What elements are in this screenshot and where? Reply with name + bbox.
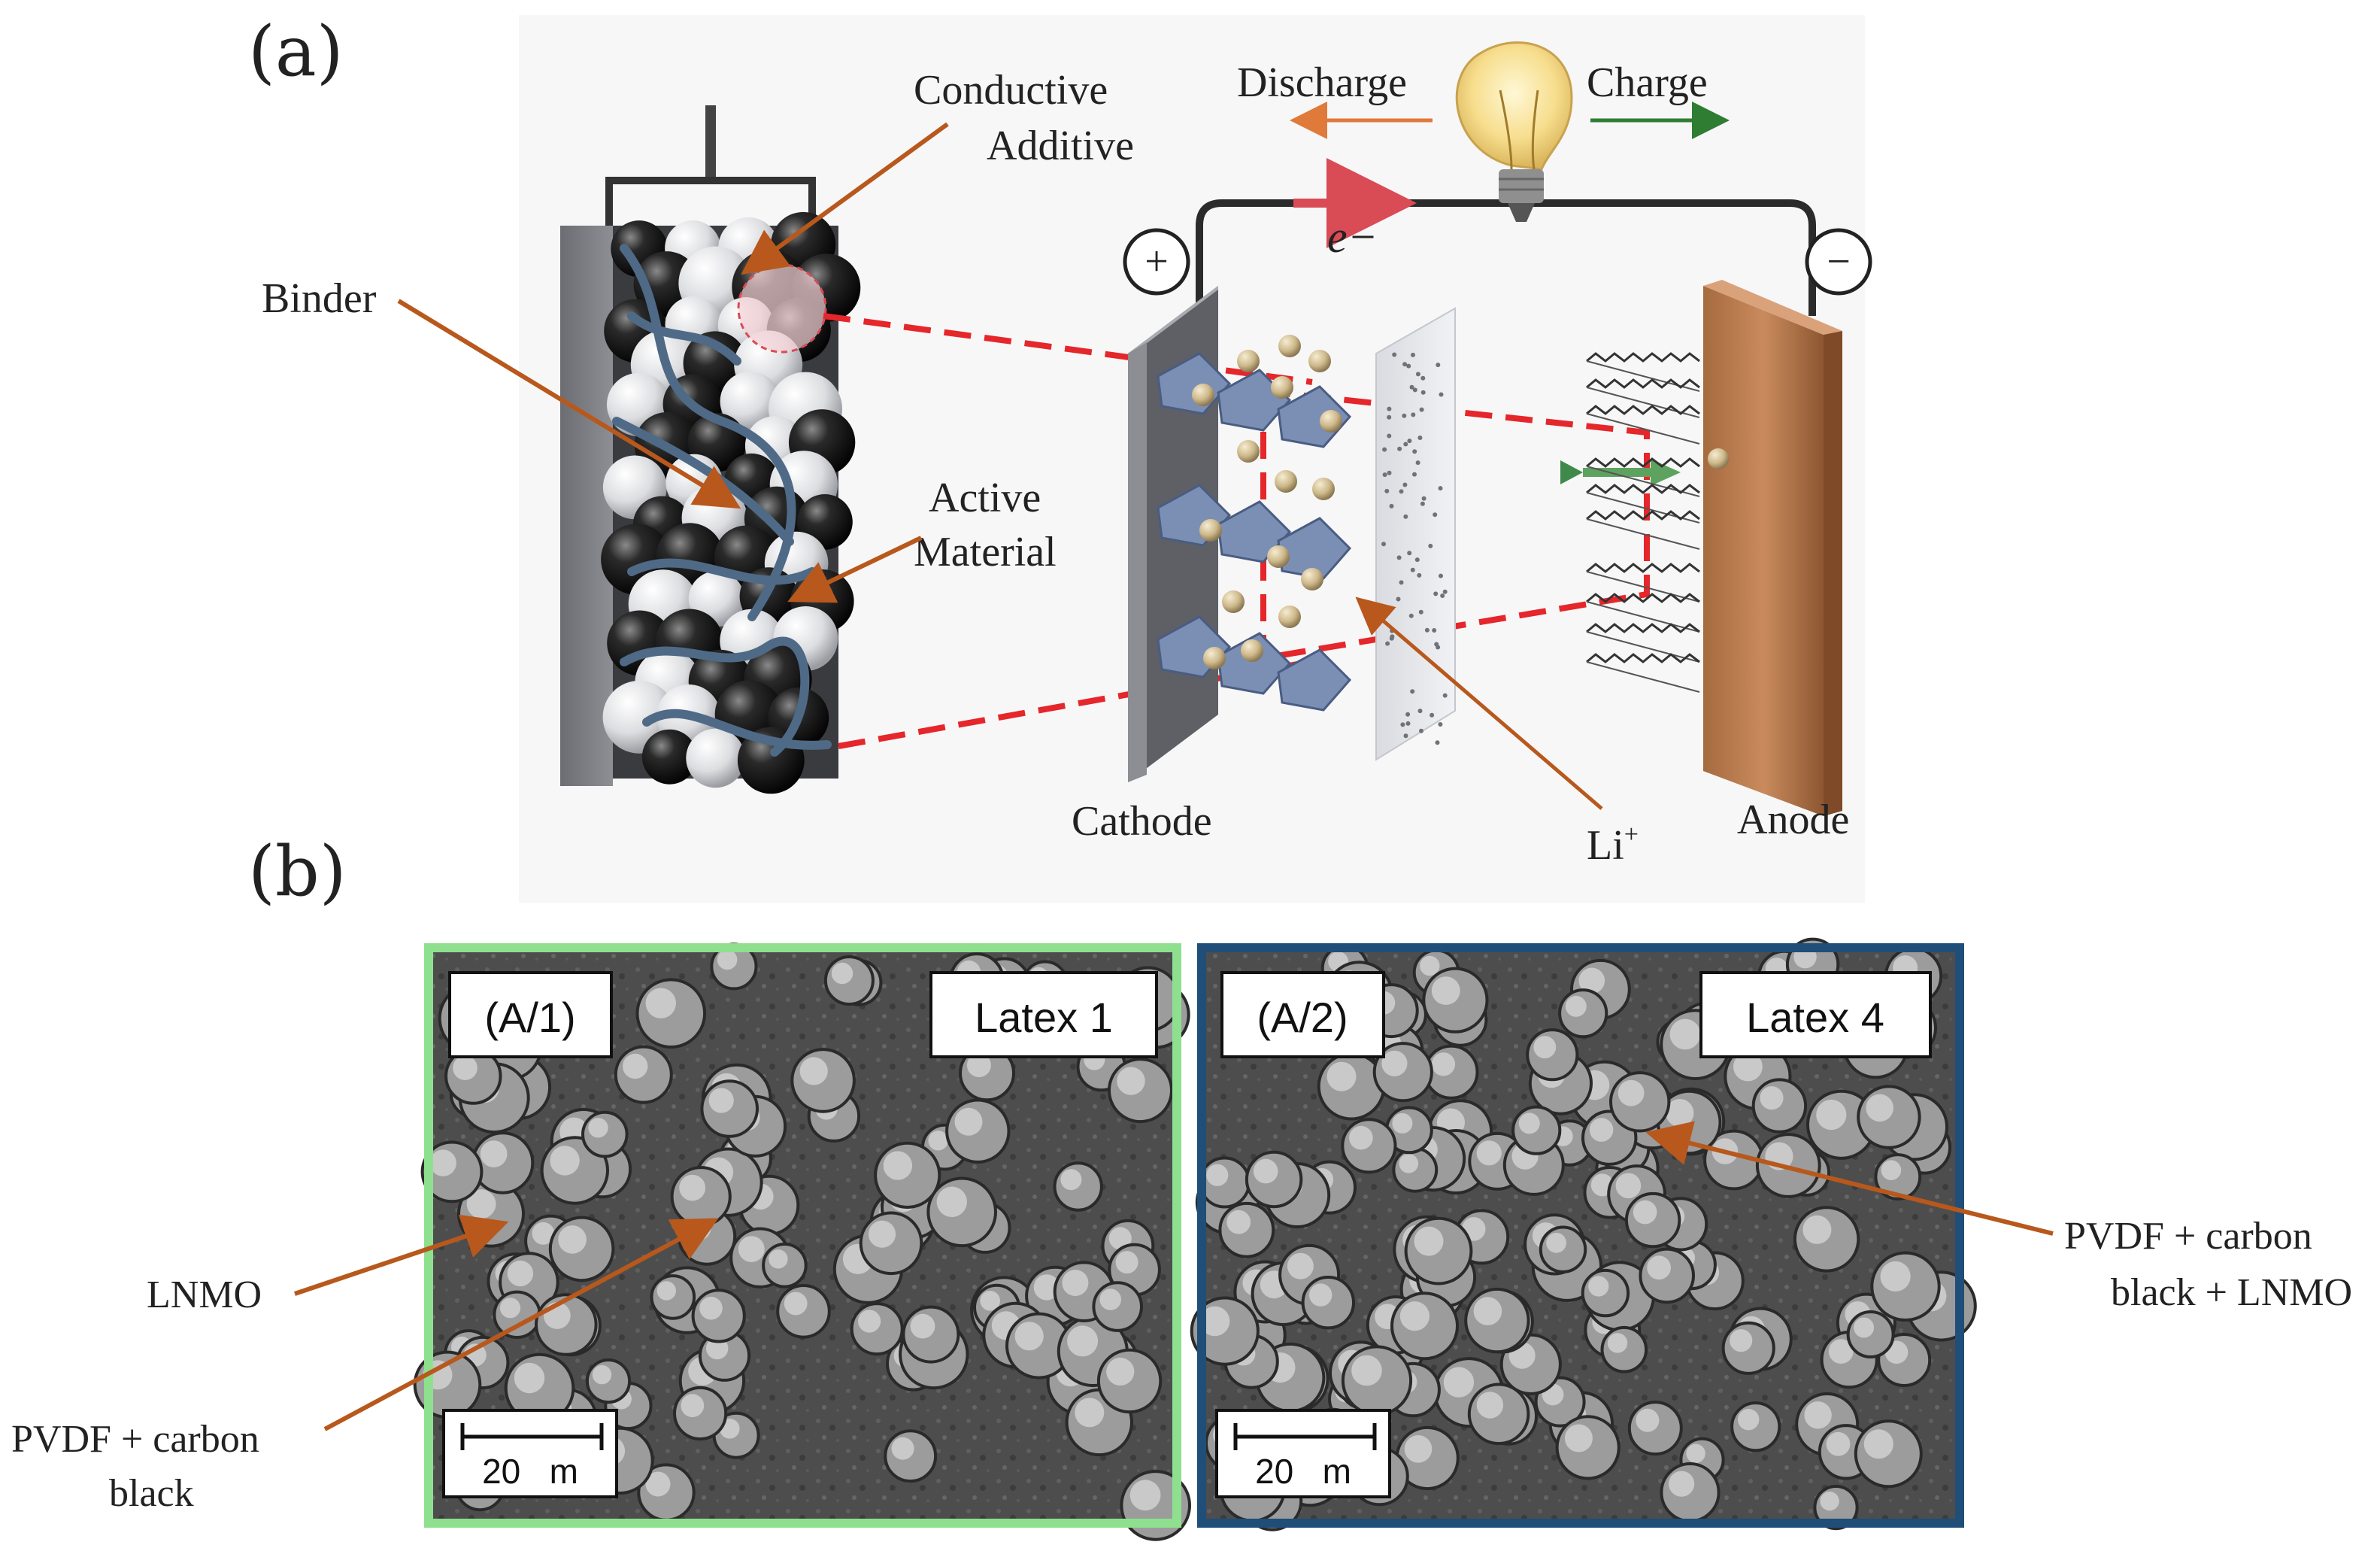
charge-label: Charge	[1587, 59, 1708, 106]
lithium-ion	[1308, 350, 1331, 372]
lithium-ion	[1320, 410, 1342, 433]
pvdf-carbon-lnmo-label-line1: PVDF + carbon	[2064, 1215, 2312, 1258]
sem-left-latex: Latex 1	[975, 994, 1113, 1041]
binder-strand	[642, 709, 832, 750]
separator	[1375, 307, 1456, 761]
svg-text:+: +	[1145, 238, 1169, 285]
lithium-ion	[1237, 440, 1260, 463]
li-ion-label: Li+	[1587, 821, 1639, 869]
conductive-additive-label-line2: Additive	[987, 123, 1134, 169]
active-material-label-line1: Active	[929, 475, 1041, 521]
panel-a-letter: (a)	[248, 11, 344, 92]
graphite-layer	[1586, 405, 1700, 415]
sem-image-right: (A/2) Latex 4 20 m	[1190, 937, 1977, 1531]
active-material-arrow	[787, 536, 923, 603]
negative-terminal: −	[1805, 228, 1872, 296]
lithium-ion	[1203, 647, 1226, 669]
active-material-label-line2: Material	[914, 529, 1057, 575]
pvdf-carbon-arrow	[323, 1218, 719, 1431]
pvdf-carbon-label-line2: black	[109, 1472, 194, 1515]
anode-label: Anode	[1737, 797, 1849, 843]
li-ion-pointer-arrow	[1355, 596, 1603, 810]
conductive-additive-label-line1: Conductive	[914, 67, 1108, 114]
lithium-ion	[1271, 376, 1293, 399]
pvdf-carbon-label-line1: PVDF + carbon	[11, 1418, 259, 1461]
sem-right-tag-box	[1220, 971, 1385, 1058]
conductive-particle	[641, 729, 697, 785]
cathode-lithium-ions	[1192, 335, 1342, 669]
binder-label: Binder	[262, 275, 377, 322]
lnmo-label: LNMO	[147, 1273, 262, 1316]
anode-plate	[1703, 280, 1842, 816]
lithium-ion	[1301, 568, 1323, 590]
pvdf-carbon-lnmo-arrow	[1645, 1121, 2054, 1236]
svg-text:−: −	[1827, 238, 1851, 285]
lithium-ion	[1222, 590, 1245, 613]
graphite-layer	[1586, 593, 1700, 603]
graphite-layer	[1586, 623, 1700, 633]
electron-label: e−	[1327, 212, 1378, 262]
sem-left-tag: (A/1)	[484, 994, 575, 1041]
lithium-ion	[1278, 335, 1301, 357]
current-collector-plate	[560, 226, 613, 786]
lithium-ion	[1267, 545, 1290, 568]
lithium-ion	[1237, 350, 1260, 372]
binder-strand	[627, 311, 741, 366]
binder-arrow	[397, 299, 741, 509]
positive-terminal: +	[1123, 228, 1190, 296]
discharge-label: Discharge	[1237, 59, 1407, 106]
graphite-layer	[1586, 653, 1700, 663]
li-ion-arrow-2-head	[1651, 459, 1681, 486]
graphite-layer	[1586, 378, 1700, 389]
panel-b-letter: (b)	[248, 831, 347, 912]
lnmo-arrow	[294, 1214, 509, 1296]
sem-right-latex: Latex 4	[1746, 994, 1884, 1041]
anode-graphite-layers	[1586, 352, 1700, 693]
lithium-ion	[1199, 519, 1222, 542]
active-particle	[720, 371, 781, 432]
lithium-ion	[1312, 478, 1335, 500]
sem-left-scalebar-box	[442, 1409, 618, 1498]
sem-left-tag-box	[448, 971, 613, 1058]
lithium-ion	[1278, 606, 1301, 628]
graphite-layer	[1586, 510, 1700, 521]
sem-image-left: (A/1) Latex 1 20 m	[413, 942, 1191, 1541]
pvdf-carbon-lnmo-label-line2: black + LNMO	[2111, 1271, 2352, 1314]
conductive-additive-arrow	[741, 122, 949, 275]
li-ion-arrow-1-head	[1560, 460, 1583, 484]
sem-right-scalebar-box	[1215, 1409, 1391, 1498]
sem-left-latex-box	[929, 971, 1158, 1058]
lithium-ion	[1275, 470, 1297, 493]
sem-right-tag: (A/2)	[1257, 994, 1348, 1041]
graphite-layer	[1586, 484, 1700, 494]
binder-strand	[620, 636, 810, 757]
crystal-unit	[1217, 632, 1292, 695]
lithium-ion	[1192, 384, 1214, 406]
graphite-layer	[1586, 457, 1700, 468]
conductive-additive-highlight	[737, 263, 827, 354]
graphite-layer	[1586, 352, 1700, 363]
sem-right-scale-text: 20 m	[1255, 1452, 1351, 1491]
sem-left-scale-text: 20 m	[482, 1452, 578, 1491]
crystal-unit	[1277, 648, 1352, 712]
lightbulb-icon	[1455, 41, 1573, 222]
sem-right-latex-box	[1699, 971, 1932, 1058]
lithium-ion	[1241, 639, 1263, 662]
active-particle	[686, 728, 745, 788]
cathode-label: Cathode	[1072, 798, 1212, 845]
graphite-layer	[1586, 563, 1700, 573]
